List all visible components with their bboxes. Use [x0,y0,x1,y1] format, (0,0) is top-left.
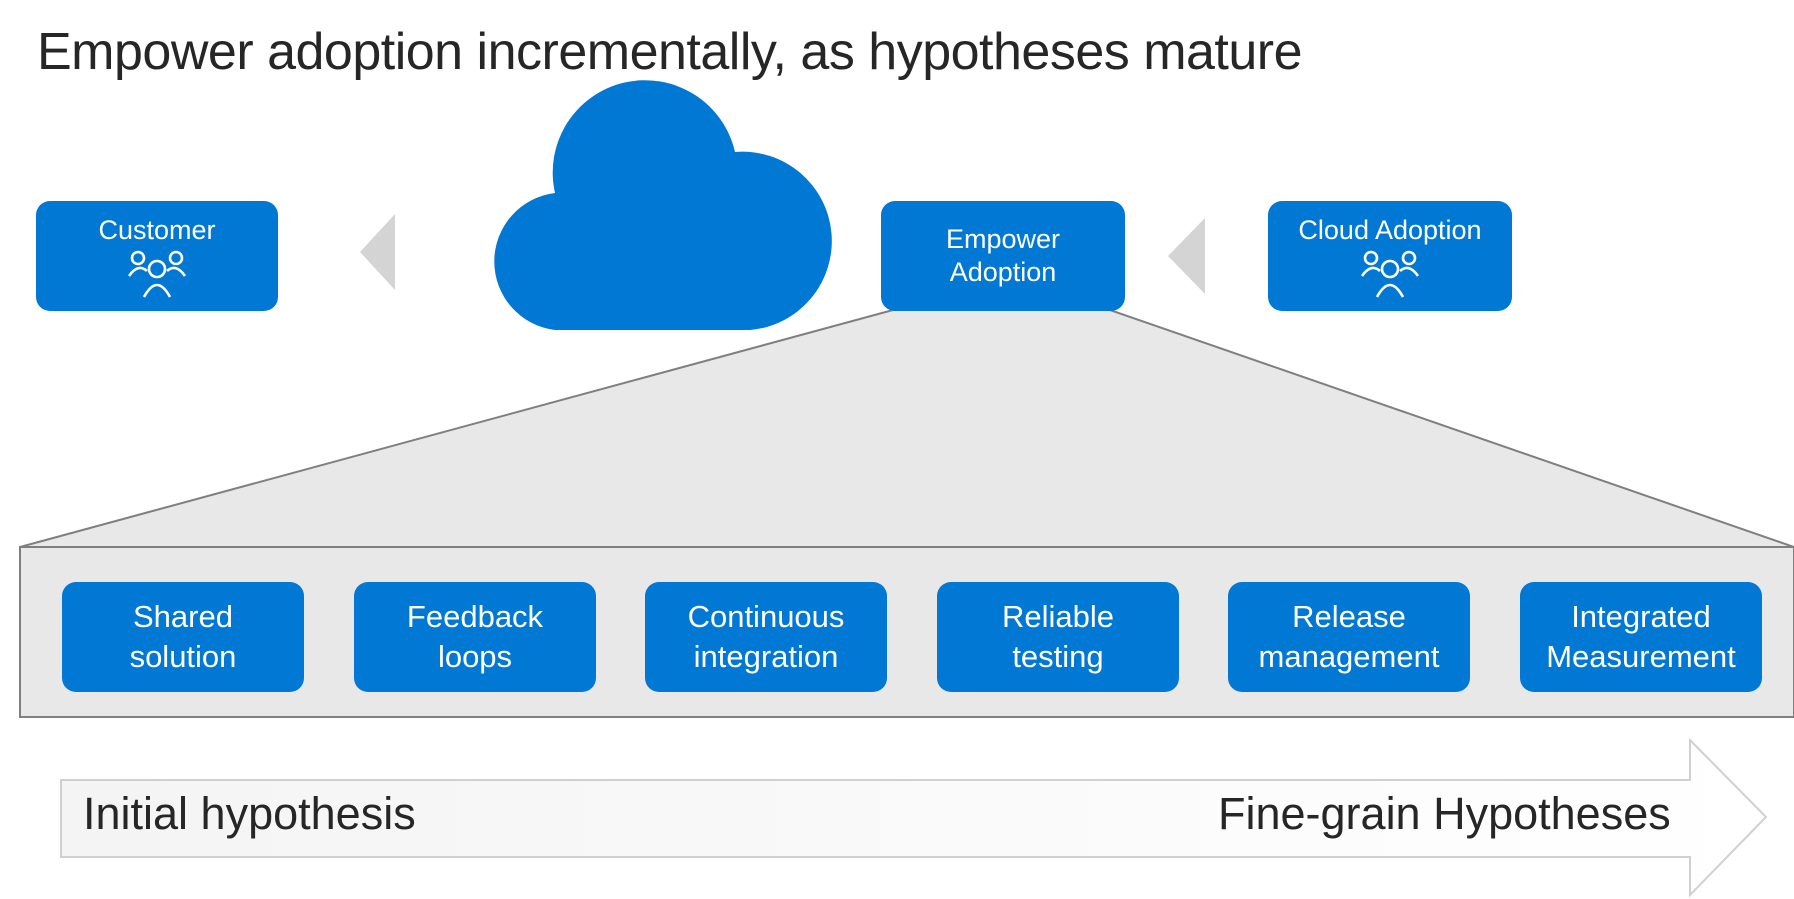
practice-label: Release management [1258,599,1440,674]
people-icon [1361,250,1419,298]
practice-label: Continuous integration [687,599,845,674]
empower-adoption-box: Empower Adoption [881,201,1125,311]
practice-label: Shared solution [129,599,237,674]
progress-arrow [60,737,1768,898]
practice-feedback-loops: Feedback loops [354,582,596,692]
practice-reliable-testing: Reliable testing [937,582,1179,692]
cloud-icon [494,80,832,330]
zoom-trapezoid [19,309,1794,548]
chevron-left-icon [360,214,395,290]
arrow-start-label: Initial hypothesis [83,788,416,839]
slide-title: Empower adoption incrementally, as hypot… [37,23,1303,81]
people-icon [128,250,186,298]
chevron-left-icon [1168,218,1205,294]
arrow-end-label: Fine-grain Hypotheses [1218,788,1671,839]
practice-release-management: Release management [1228,582,1470,692]
customer-box: Customer [36,201,278,311]
customer-label: Customer [98,214,216,245]
empower-adoption-label: Empower Adoption [945,224,1061,287]
practice-label: Integrated Measurement [1546,599,1736,674]
practice-integrated-measurement: Integrated Measurement [1520,582,1762,692]
practice-shared-solution: Shared solution [62,582,304,692]
practice-label: Reliable testing [1001,599,1114,674]
practices-panel [19,546,1794,718]
practice-continuous-integration: Continuous integration [645,582,887,692]
practice-label: Feedback loops [406,599,544,674]
cloud-adoption-box: Cloud Adoption [1268,201,1512,311]
cloud-adoption-label: Cloud Adoption [1298,214,1482,245]
